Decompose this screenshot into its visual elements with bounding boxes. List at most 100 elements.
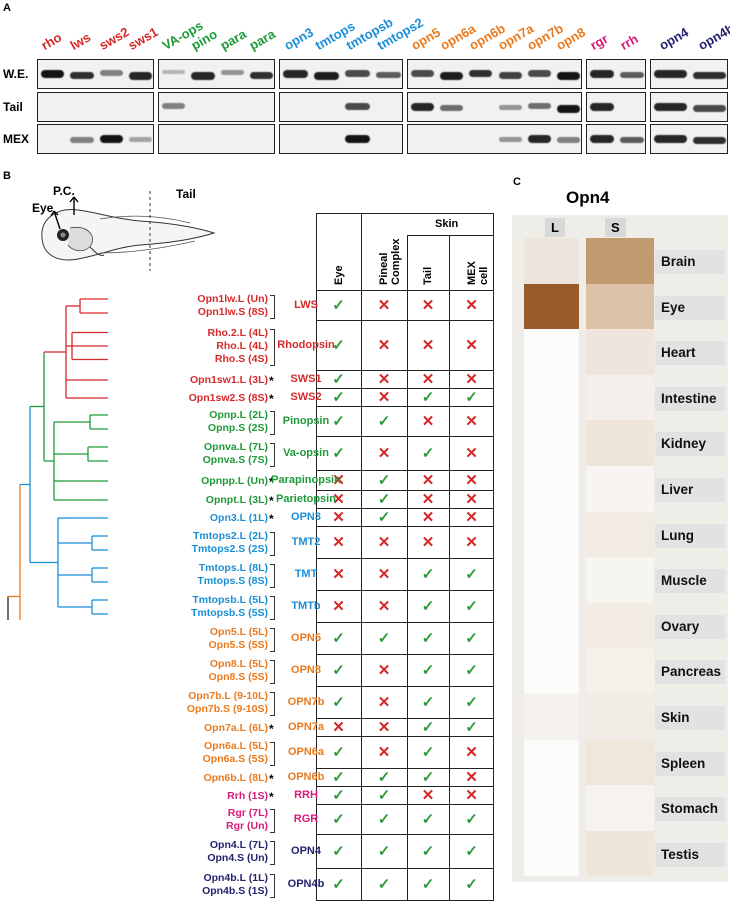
species-label: Tmtops2.L (2L) — [192, 530, 268, 542]
check-mark: ✓ — [465, 566, 478, 583]
check-mark: ✓ — [421, 662, 435, 679]
species-label: Tmtops2.S (2S) — [191, 543, 268, 555]
family-label: OPN5 — [291, 632, 321, 644]
heatmap-cell-L — [524, 420, 579, 466]
species-label: Opnp.S (2S) — [207, 422, 268, 434]
table-col-line — [449, 787, 450, 805]
table-col-line — [361, 805, 362, 835]
gel-band — [590, 70, 614, 78]
table-col-line — [361, 371, 362, 389]
species-label: Opn7b.L (9-10L) — [188, 690, 268, 702]
check-mark: ✓ — [421, 744, 435, 761]
cross-mark: ✕ — [465, 445, 478, 462]
family-label: SWS2 — [290, 391, 322, 403]
table-col-line — [407, 235, 408, 291]
species-label: Opnva.S (7S) — [202, 454, 268, 466]
check-mark: ✓ — [332, 371, 345, 388]
heatmap-cell-S — [586, 374, 654, 421]
gel-band — [527, 103, 551, 109]
table-col-line — [407, 623, 408, 655]
tissue-label: Intestine — [655, 386, 725, 411]
cross-mark: ✕ — [465, 297, 478, 314]
tadpole-pc-label: P.C. — [53, 184, 75, 198]
heatmap-cell-S — [586, 329, 654, 375]
group-bracket — [270, 532, 275, 556]
skin-header-label: Skin — [435, 218, 459, 230]
heatmap-cell-S — [586, 511, 654, 558]
check-mark: ✓ — [465, 662, 478, 679]
cross-mark: ✕ — [332, 509, 345, 526]
family-label: RRH — [294, 789, 318, 801]
family-label: Pinopsin — [282, 415, 330, 427]
family-label: OPN3 — [291, 511, 321, 523]
table-col-line — [407, 869, 408, 901]
gel-blot — [650, 59, 728, 89]
table-col-line — [407, 835, 408, 869]
table-row-border — [316, 655, 494, 687]
gel-band — [41, 70, 65, 78]
family-label: LWS — [294, 299, 318, 311]
gel-blot — [279, 124, 403, 154]
novel-star: * — [269, 722, 274, 736]
check-mark: ✓ — [332, 744, 345, 761]
check-mark: ✓ — [332, 769, 345, 786]
cross-mark: ✕ — [377, 389, 391, 406]
species-label: Opn4.S (Un) — [207, 852, 268, 864]
table-col-line — [407, 321, 408, 371]
table-col-line — [361, 471, 362, 491]
species-label: Opn1sw1.L (3L) — [190, 373, 268, 386]
species-label: Rgr (Un) — [226, 820, 268, 832]
species-label: Rho.2.L (4L) — [207, 326, 268, 339]
heatmap-cell-S — [586, 557, 654, 603]
cross-mark: ✕ — [377, 694, 391, 711]
table-col-line — [361, 291, 362, 321]
gel-blot — [158, 59, 275, 89]
gel-band — [345, 135, 370, 143]
cross-mark: ✕ — [332, 719, 345, 736]
cross-mark: ✕ — [377, 297, 391, 314]
gel-band — [498, 105, 522, 111]
tissue-label: Heart — [655, 341, 725, 366]
table-col-line — [361, 655, 362, 687]
check-mark: ✓ — [421, 630, 435, 647]
species-label: Opnpt.L (3L) — [205, 493, 268, 506]
cross-mark: ✕ — [465, 509, 478, 526]
heatmap-cell-S — [586, 283, 654, 330]
check-mark: ✓ — [465, 630, 478, 647]
check-mark: ✓ — [465, 389, 478, 406]
gel-blot — [650, 92, 728, 122]
tissue-label: Skin — [655, 706, 725, 730]
table-row-border — [316, 559, 494, 591]
gel-band — [345, 103, 370, 110]
family-label: OPN4 — [291, 845, 321, 857]
gel-band — [556, 72, 580, 80]
group-bracket — [270, 660, 275, 684]
heatmap-cell-S — [586, 238, 654, 284]
table-col-line — [449, 437, 450, 471]
table-col-line — [449, 591, 450, 623]
gel-blot — [586, 92, 646, 122]
species-label: Opn6a.S (5S) — [202, 753, 268, 765]
check-mark: ✓ — [421, 843, 435, 860]
cross-mark: ✕ — [377, 744, 391, 761]
panel-a-letter: A — [3, 2, 11, 14]
cross-mark: ✕ — [377, 598, 391, 615]
table-col-line — [407, 787, 408, 805]
tissue-label: Testis — [655, 842, 725, 867]
gel-blot — [37, 59, 154, 89]
species-label: Opn6b.L (8L) — [203, 771, 268, 784]
family-label: OPN7a — [287, 721, 325, 733]
table-col-line — [361, 509, 362, 527]
gel-band — [693, 105, 726, 112]
table-col-line — [449, 527, 450, 559]
heatmap-cell-S — [586, 830, 654, 877]
gel-band — [314, 72, 339, 80]
check-mark: ✓ — [421, 719, 435, 736]
check-mark: ✓ — [332, 445, 345, 462]
species-label: Opn3.L (1L) — [209, 511, 268, 524]
cross-mark: ✕ — [421, 371, 435, 388]
heatmap-cell-L — [524, 602, 579, 649]
gel-band — [527, 135, 551, 143]
